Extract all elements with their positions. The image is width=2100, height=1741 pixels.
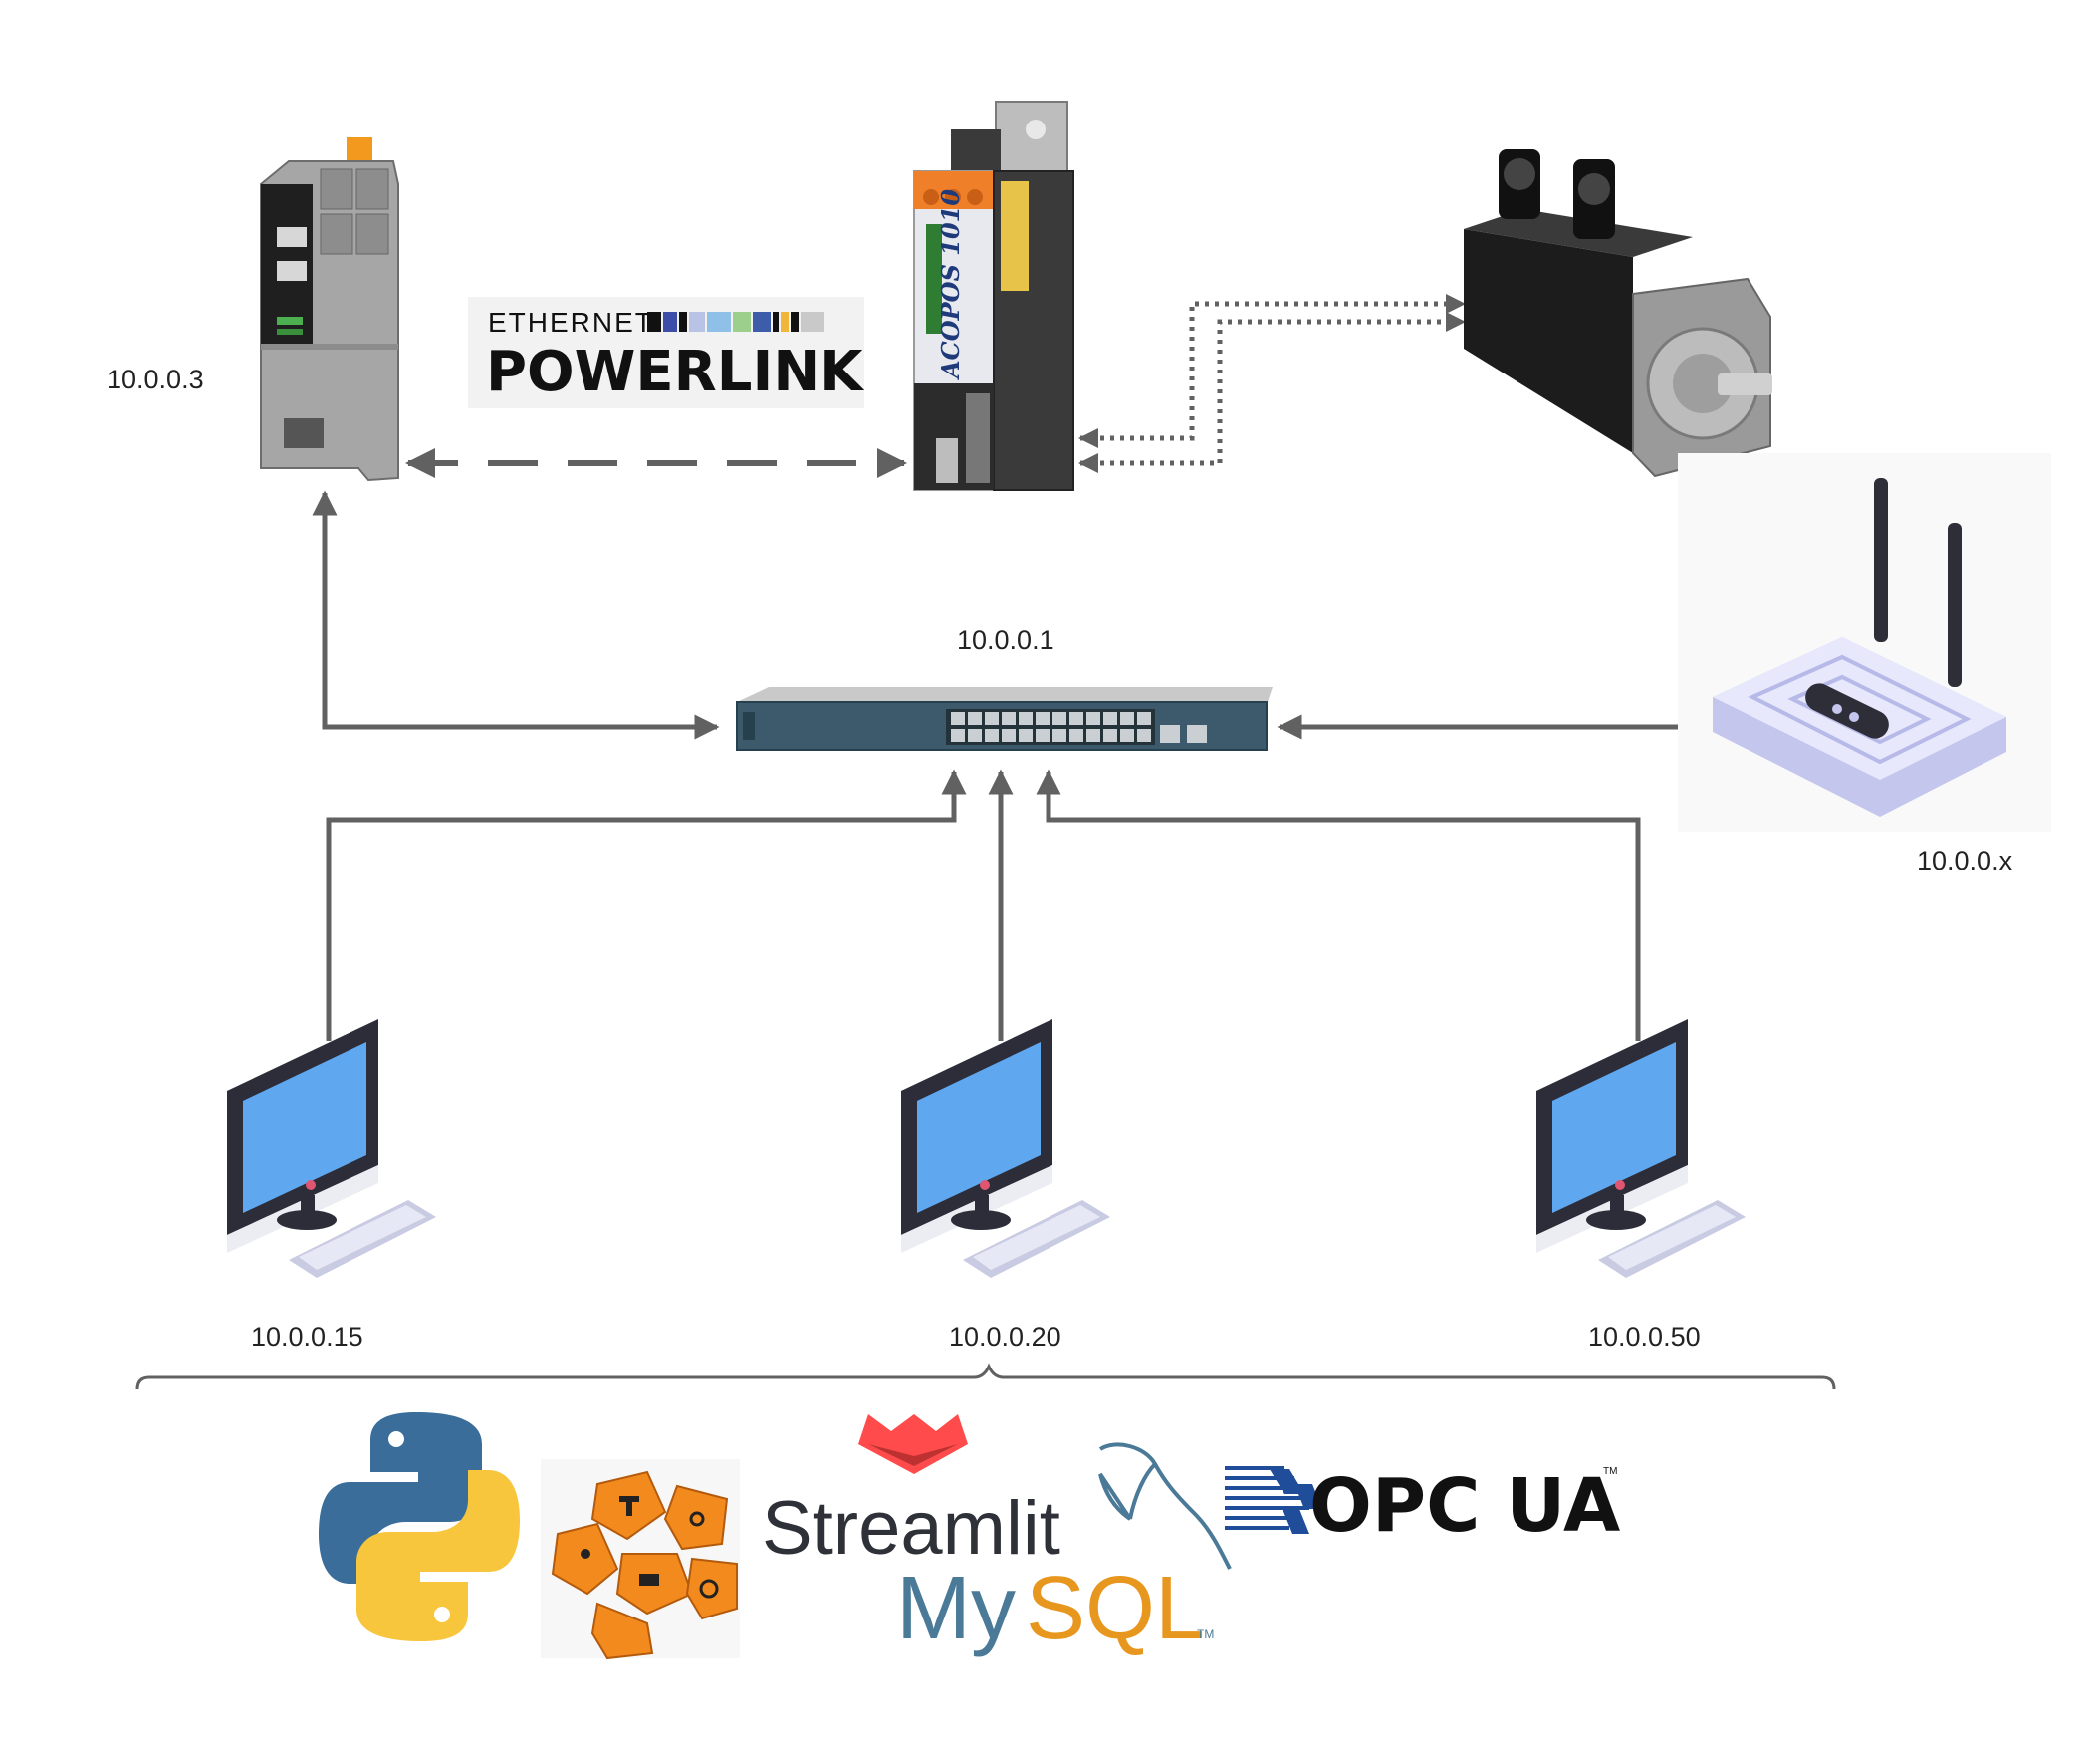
link-pc3-switch bbox=[1036, 769, 1641, 1041]
network-switch bbox=[736, 687, 1273, 751]
mysql-tm-text: TM bbox=[1197, 1627, 1214, 1641]
pc-2 bbox=[901, 1019, 1110, 1278]
servo-drive: ACOPOS 1010 bbox=[913, 101, 1074, 491]
plc-ip-label: 10.0.0.3 bbox=[107, 365, 204, 394]
streamlit-logo: Streamlit bbox=[762, 1414, 1060, 1571]
ros-logo bbox=[541, 1459, 740, 1660]
pc3-ip-label: 10.0.0.50 bbox=[1588, 1322, 1701, 1352]
powerlink-logo: ETHERNET POWERLINK bbox=[468, 297, 865, 408]
mysql-sql-text: SQL bbox=[1026, 1559, 1205, 1658]
router-ip-label: 10.0.0.x bbox=[1917, 846, 2013, 875]
link-drive-motor-1 bbox=[1078, 294, 1466, 448]
link-pc1-switch bbox=[326, 769, 967, 1041]
powerlink-line1: ETHERNET bbox=[488, 307, 654, 338]
opcua-tm: TM bbox=[1603, 1466, 1617, 1477]
powerlink-line2: POWERLINK bbox=[486, 340, 865, 404]
connections bbox=[312, 294, 1721, 1041]
python-logo bbox=[319, 1412, 520, 1641]
mysql-dolphin-icon bbox=[1098, 1442, 1232, 1570]
wifi-router bbox=[1678, 453, 2051, 832]
powerlink-color-bar bbox=[647, 312, 824, 332]
opcua-pattern bbox=[1225, 1466, 1322, 1534]
servo-motor bbox=[1464, 149, 1772, 478]
link-plc-switch bbox=[312, 490, 720, 740]
link-drive-motor-2 bbox=[1078, 312, 1466, 473]
ros-glyphs bbox=[581, 1496, 719, 1599]
switch-ports bbox=[951, 712, 1151, 742]
software-stack-brace bbox=[135, 1363, 1836, 1390]
switch-ip-label: 10.0.0.1 bbox=[957, 625, 1054, 655]
pc2-ip-label: 10.0.0.20 bbox=[949, 1322, 1061, 1352]
pc1-ip-label: 10.0.0.15 bbox=[251, 1322, 363, 1352]
plc-controller bbox=[260, 137, 399, 482]
opcua-wordmark: OPC UA bbox=[1309, 1463, 1620, 1549]
drive-model-text: ACOPOS 1010 bbox=[936, 189, 965, 380]
mysql-my-text: My bbox=[896, 1559, 1016, 1658]
opcua-logo: OPC UA TM bbox=[1225, 1463, 1620, 1549]
mysql-logo: My SQL TM bbox=[896, 1442, 1232, 1658]
streamlit-wordmark: Streamlit bbox=[762, 1486, 1060, 1571]
pc-3 bbox=[1536, 1019, 1746, 1278]
pc-1 bbox=[227, 1019, 436, 1278]
